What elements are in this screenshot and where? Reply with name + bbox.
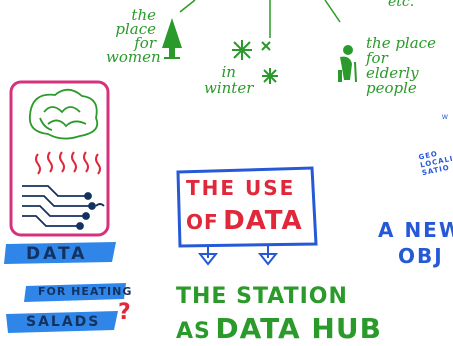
women-label: the place for women (106, 6, 161, 66)
new-object-line1: A NEW (378, 218, 453, 242)
use-of-data-line1: THE USE (186, 176, 296, 200)
down-arrow-icon (197, 246, 279, 266)
banner-for-heating: FOR HEATING (38, 285, 133, 298)
elderly-person-icon (338, 45, 357, 83)
connector-line (179, 0, 196, 13)
use-of-data-box (176, 166, 318, 248)
station-line2: AS DATA HUB (176, 312, 382, 345)
winter-label: in winter (204, 63, 254, 97)
connector-line (324, 0, 341, 23)
heat-waves-icon (35, 151, 101, 175)
tree-icon (162, 18, 182, 59)
station-prefix: AS (176, 319, 211, 344)
station-line1: THE STATION (176, 284, 348, 309)
lettuce-icon (28, 88, 99, 140)
circuit-icon (22, 185, 105, 230)
data-frame (9, 80, 110, 237)
banner-question-mark: ? (118, 300, 132, 325)
etc-label: etc. (388, 0, 415, 10)
new-object-line2: OBJ (398, 244, 444, 268)
highlight-strokes (4, 242, 126, 333)
elderly-label: the place for elderly people (366, 34, 436, 97)
use-of-data-prefix: OF (186, 210, 219, 234)
banner-salads: SALADS (26, 314, 101, 330)
snowflake-icon (232, 40, 278, 84)
banner-data: DATA (26, 244, 88, 264)
station-emphasis: DATA HUB (215, 312, 382, 345)
right-fragment: w (442, 112, 448, 121)
use-of-data-line2: OF DATA (186, 206, 303, 236)
use-of-data-emphasis: DATA (223, 206, 303, 236)
